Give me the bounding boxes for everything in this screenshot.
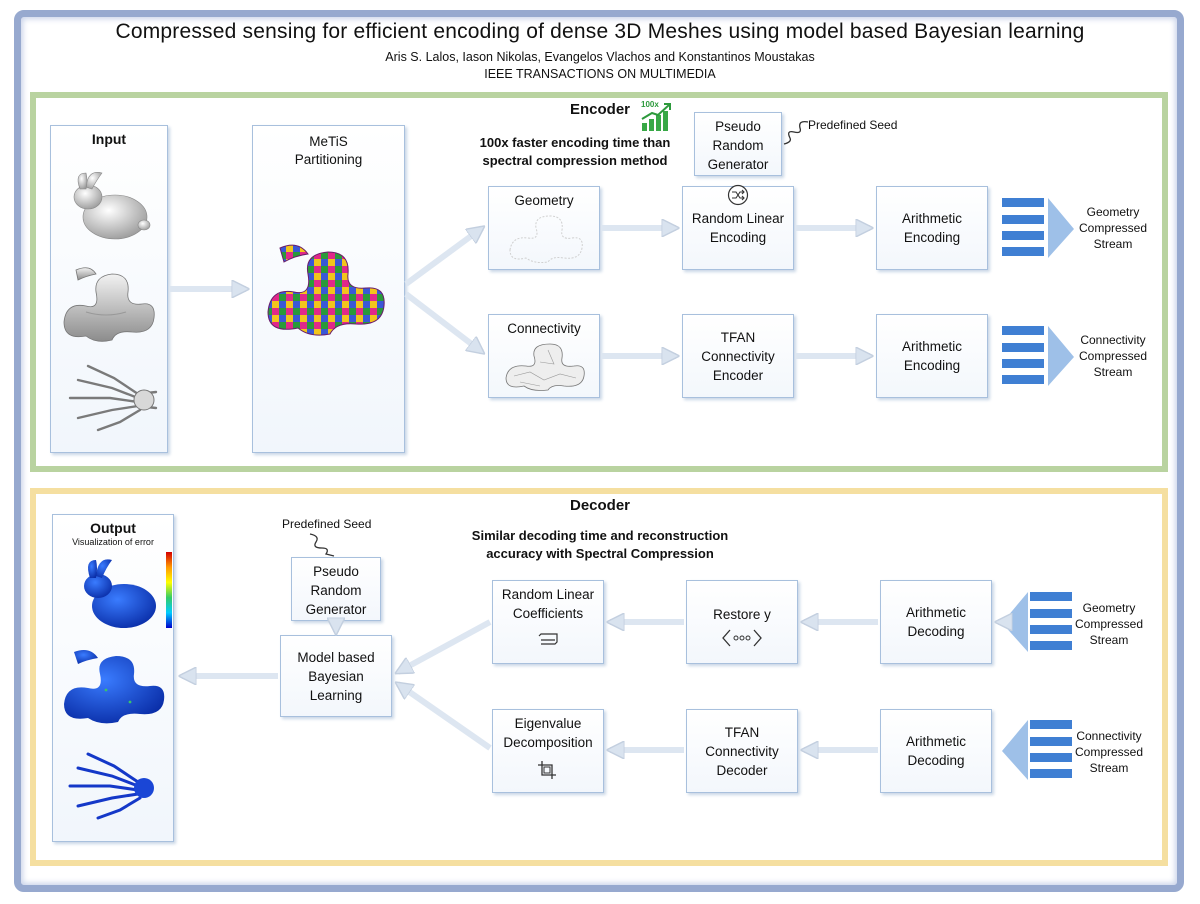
decoder-note: Similar decoding time and reconstruction…: [471, 528, 729, 561]
random-linear-encoding-label: Random Linear Encoding: [691, 211, 785, 245]
arithmetic-decoding-geometry-label: Arithmetic Decoding: [905, 605, 966, 639]
eigenvalue-decomposition-label: Eigenvalue Decomposition: [503, 716, 593, 750]
error-colorbar: [166, 552, 172, 628]
connectivity-label: Connectivity: [507, 321, 581, 336]
decoder-section: [30, 488, 1168, 866]
bunny-error-icon: [74, 552, 164, 632]
arithmetic-encoding-geometry-box: Arithmetic Encoding: [876, 186, 988, 270]
arithmetic-decoding-connectivity-box: Arithmetic Decoding: [880, 709, 992, 793]
partitioned-dragon-icon: [258, 238, 398, 338]
growth-chart-icon: 100x: [640, 99, 672, 133]
arithmetic-decoding-connectivity-label: Arithmetic Decoding: [905, 734, 966, 768]
coefficients-icon: [537, 632, 559, 646]
geometry-dragon-icon: [504, 208, 588, 264]
authors: Aris S. Lalos, Iason Nikolas, Evangelos …: [385, 50, 815, 64]
tfan-encoder-label: TFAN Connectivity Encoder: [701, 329, 775, 383]
connectivity-stream-decoder-label: Connectivity Compressed Stream: [1074, 729, 1144, 775]
arithmetic-encoding-connectivity-label: Arithmetic Encoding: [901, 339, 962, 373]
crop-icon: [537, 760, 557, 780]
svg-text:100x: 100x: [641, 100, 659, 109]
geometry-stream-decoder-icon: [1002, 592, 1074, 654]
restore-y-label: Restore y: [713, 607, 771, 622]
error-label: Visualization of error: [72, 537, 154, 547]
encoder-note: 100x faster encoding time than spectral …: [479, 135, 671, 168]
output-label: Output: [90, 520, 136, 536]
prng-decoder-box: Pseudo Random Generator: [291, 557, 381, 621]
tfan-decoder-box: TFAN Connectivity Decoder: [686, 709, 798, 793]
connectivity-dragon-icon: [500, 336, 592, 392]
dragon-mesh-icon: [56, 262, 162, 344]
prng-encoder-label: Pseudo Random Generator: [707, 119, 769, 172]
input-label: Input: [91, 131, 127, 147]
geometry-box: Geometry: [488, 186, 600, 270]
eigenvalue-decomposition-box: Eigenvalue Decomposition: [492, 709, 604, 793]
journal-name: IEEE TRANSACTIONS ON MULTIMEDIA: [484, 67, 716, 81]
geometry-stream-decoder-label: Geometry Compressed Stream: [1074, 601, 1144, 647]
prng-encoder-box: Pseudo Random Generator: [694, 112, 782, 176]
bunny-mesh-icon: [60, 165, 160, 245]
tfan-encoder-box: TFAN Connectivity Encoder: [682, 314, 794, 398]
seed-decoder-label: Predefined Seed: [282, 517, 372, 531]
geometry-stream-encoder-label: Geometry Compressed Stream: [1078, 205, 1148, 251]
random-linear-coefficients-box: Random Linear Coefficients: [492, 580, 604, 664]
tfan-decoder-label: TFAN Connectivity Decoder: [705, 724, 779, 778]
seed-squiggle-decoder-icon: [306, 532, 336, 558]
connectivity-stream-encoder-icon: [1002, 326, 1074, 388]
geometry-stream-encoder-icon: [1002, 198, 1074, 260]
seed-squiggle-icon: [780, 118, 810, 148]
seed-encoder-label: Predefined Seed: [808, 118, 898, 132]
decoder-label: Decoder: [569, 497, 631, 514]
arithmetic-encoding-geometry-label: Arithmetic Encoding: [901, 211, 962, 245]
metis-label: MeTiS Partitioning: [294, 134, 363, 167]
geometry-label: Geometry: [514, 193, 574, 208]
connectivity-stream-decoder-icon: [1002, 720, 1074, 782]
code-brackets-icon: [722, 628, 762, 648]
prng-decoder-label: Pseudo Random Generator: [305, 564, 367, 617]
encoder-section: [30, 92, 1168, 472]
restore-y-box: Restore y: [686, 580, 798, 664]
encoder-label: Encoder: [569, 101, 630, 118]
dragon-error-icon: [56, 646, 170, 726]
random-linear-coefficients-label: Random Linear Coefficients: [501, 587, 595, 621]
hand-mesh-icon: [58, 358, 162, 432]
bayesian-learning-box: Model based Bayesian Learning: [280, 635, 392, 717]
connectivity-stream-encoder-label: Connectivity Compressed Stream: [1078, 333, 1148, 379]
page-title: Compressed sensing for efficient encodin…: [115, 20, 1085, 43]
arithmetic-encoding-connectivity-box: Arithmetic Encoding: [876, 314, 988, 398]
shuffle-icon: [727, 184, 749, 206]
outer-frame: [14, 10, 1184, 892]
hand-error-icon: [58, 746, 162, 820]
bayesian-learning-label: Model based Bayesian Learning: [297, 649, 375, 703]
arithmetic-decoding-geometry-box: Arithmetic Decoding: [880, 580, 992, 664]
